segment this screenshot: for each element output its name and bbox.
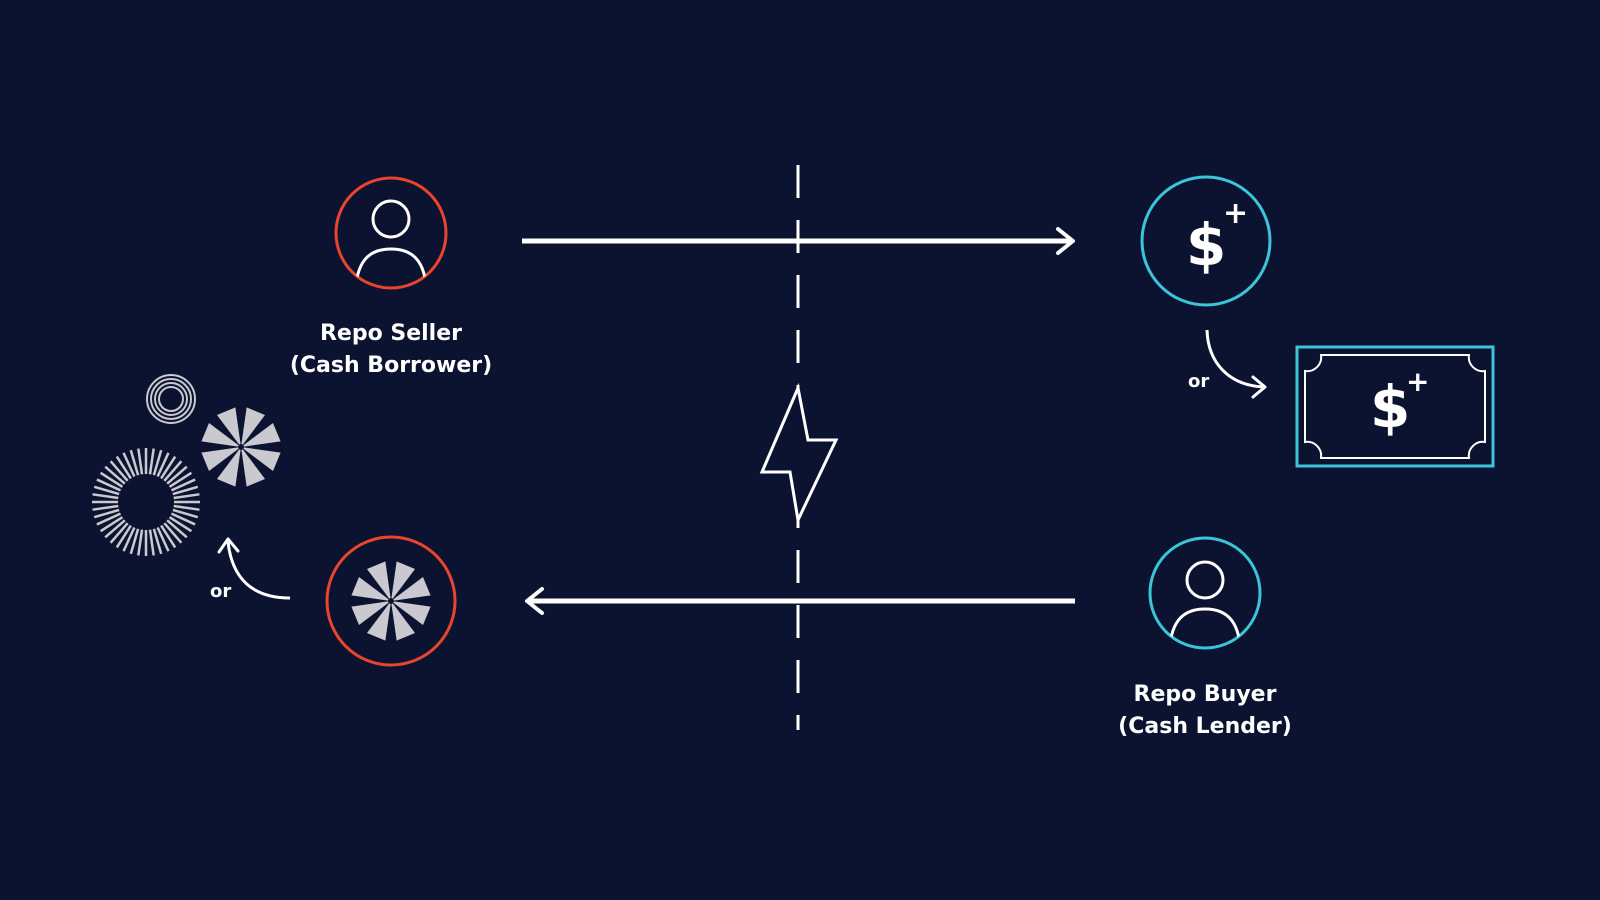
burst-ray [96,512,122,526]
bill-plus-sign: + [1406,365,1430,398]
coin-plus-sign: + [1223,196,1249,231]
cash-flow-arrow [522,227,1075,255]
burst-ray [168,516,193,533]
burst-ray [170,512,196,526]
burst-ray [160,524,177,549]
burst-ray [152,449,163,476]
curved-arrow-to-collateral [217,537,291,600]
burst-ray [166,465,188,485]
burst-ray [160,455,177,480]
pinwheel-blade [243,447,281,472]
pinwheel-blade [216,449,241,487]
burst-ray [122,452,136,478]
pinwheel-blade [201,422,239,447]
burst-ray [163,460,183,482]
burst-ray [115,524,132,549]
burst-ray [96,478,122,492]
person-icon [1167,560,1243,648]
buyer-label-line1: Repo Buyer [1133,682,1277,707]
pinwheel-blade [201,447,239,472]
burst-ray [93,485,120,496]
burst-ray [148,448,155,475]
burst-ray [156,452,170,478]
burst-ray [104,465,126,485]
burst-ray [104,519,126,539]
seller-label: Repo Seller (Cash Borrower) [271,318,511,382]
burst-ray [168,471,193,488]
pinwheel-blade [351,576,389,601]
cash-coin-icon [1140,175,1272,307]
pinwheel-blade [216,407,241,445]
pinwheel-blade [241,449,266,487]
concentric-rings-icon [146,374,196,424]
burst-ray [163,522,183,544]
seller-avatar [334,176,448,290]
burst-ray [166,519,188,539]
pinwheel-blade [243,422,281,447]
burst-ray [173,504,200,511]
burst-ray [148,529,155,556]
buyer-avatar [1148,536,1262,650]
collateral-circle [325,535,457,667]
burst-ray [172,508,199,519]
pinwheel-blade [391,561,416,599]
pinwheel-blade [366,603,391,641]
bill-dollar-sign: $ [1370,373,1411,441]
pinwheel-blade [351,601,389,626]
burst-ray [109,460,129,482]
buyer-label: Repo Buyer (Cash Lender) [1085,679,1325,743]
pinwheel-blade [366,561,391,599]
burst-ray [115,455,132,480]
radial-burst-icon [92,448,200,556]
cash-bill-icon [1295,345,1495,468]
pinwheel-blade [391,603,416,641]
coin-dollar-sign: $ [1186,211,1227,279]
burst-ray [173,493,200,500]
burst-ray [170,478,196,492]
seller-label-line2: (Cash Borrower) [289,353,493,378]
person-icon [353,199,429,288]
curved-arrow-to-bill [1205,329,1267,399]
pinwheel-blade [393,576,431,601]
pinwheel-icon [351,561,431,641]
cash-or-label: or [1188,371,1210,392]
burst-ray [129,449,140,476]
burst-ray [172,485,199,496]
collateral-or-label: or [210,581,232,602]
burst-ray [129,528,140,555]
burst-ray [92,504,119,511]
burst-ray [137,529,144,556]
burst-ray [152,528,163,555]
burst-ray [137,448,144,475]
pinwheel-blade [393,601,431,626]
pinwheel-icon [201,407,281,487]
seller-label-line1: Repo Seller [319,321,462,346]
burst-ray [99,516,124,533]
burst-ray [122,526,136,552]
burst-ray [109,522,129,544]
collateral-flow-arrow [525,587,1075,615]
pinwheel-blade [241,407,266,445]
burst-ray [92,493,119,500]
burst-ray [156,526,170,552]
buyer-label-line2: (Cash Lender) [1118,714,1292,739]
lightning-bolt-icon [759,382,839,525]
burst-ray [99,471,124,488]
burst-ray [93,508,120,519]
